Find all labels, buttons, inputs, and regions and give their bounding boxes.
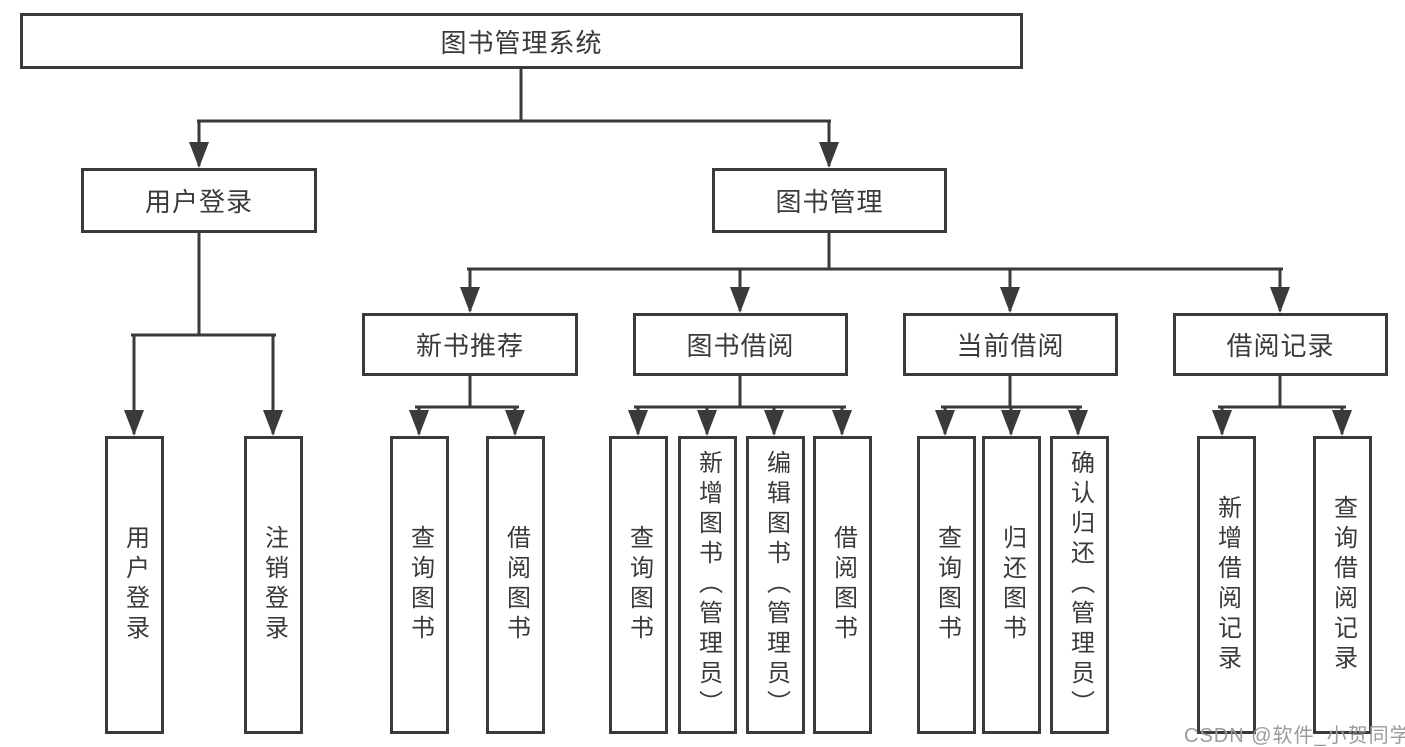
node-current-borrowing: 当前借阅 — [903, 313, 1118, 376]
leaf-label: 编辑图书（管理员） — [762, 450, 790, 720]
leaf-current-confirm-return-admin: 确认归还（管理员） — [1050, 436, 1109, 734]
arrowheads — [124, 142, 1352, 436]
leaf-current-query-books: 查询图书 — [917, 436, 976, 734]
leaf-label: 查询图书 — [625, 525, 653, 645]
leaf-label: 查询借阅记录 — [1329, 495, 1357, 675]
leaf-label: 借阅图书 — [502, 525, 530, 645]
leaf-user-login: 用户登录 — [105, 436, 164, 734]
node-label: 图书管理 — [775, 187, 884, 217]
node-label: 新书推荐 — [415, 331, 524, 361]
leaf-borrowing-query-books: 查询图书 — [609, 436, 668, 734]
leaf-newbook-query-books: 查询图书 — [390, 436, 449, 734]
node-book-borrowing: 图书借阅 — [633, 313, 848, 376]
csdn-watermark: CSDN @软件_小贺同学 — [1184, 725, 1405, 747]
node-new-book-recommendation: 新书推荐 — [362, 313, 578, 376]
leaf-label: 注销登录 — [260, 525, 288, 645]
leaf-label: 查询图书 — [933, 525, 961, 645]
node-user-login: 用户登录 — [81, 168, 317, 233]
leaf-label: 用户登录 — [121, 525, 149, 645]
node-label: 用户登录 — [144, 187, 253, 217]
leaf-label: 新增借阅记录 — [1213, 495, 1241, 675]
leaf-records-query-borrow-record: 查询借阅记录 — [1313, 436, 1372, 734]
node-label: 图书借阅 — [686, 331, 795, 361]
node-borrowing-records: 借阅记录 — [1173, 313, 1388, 376]
leaf-logout: 注销登录 — [244, 436, 303, 734]
leaf-newbook-borrow-books: 借阅图书 — [486, 436, 545, 734]
node-label: 图书管理系统 — [440, 27, 603, 58]
leaf-records-add-borrow-record: 新增借阅记录 — [1197, 436, 1256, 734]
leaf-borrowing-edit-books-admin: 编辑图书（管理员） — [746, 436, 805, 734]
node-label: 当前借阅 — [956, 331, 1065, 361]
node-label: 借阅记录 — [1226, 331, 1335, 361]
node-library-management-system: 图书管理系统 — [20, 13, 1023, 69]
leaf-borrowing-borrow-books: 借阅图书 — [813, 436, 872, 734]
leaf-borrowing-add-books-admin: 新增图书（管理员） — [678, 436, 737, 734]
node-book-management: 图书管理 — [712, 168, 947, 233]
leaf-label: 借阅图书 — [829, 525, 857, 645]
leaf-current-return-books: 归还图书 — [982, 436, 1041, 734]
leaf-label: 新增图书（管理员） — [694, 450, 722, 720]
leaf-label: 确认归还（管理员） — [1066, 450, 1094, 720]
leaf-label: 查询图书 — [406, 525, 434, 645]
leaf-label: 归还图书 — [998, 525, 1026, 645]
